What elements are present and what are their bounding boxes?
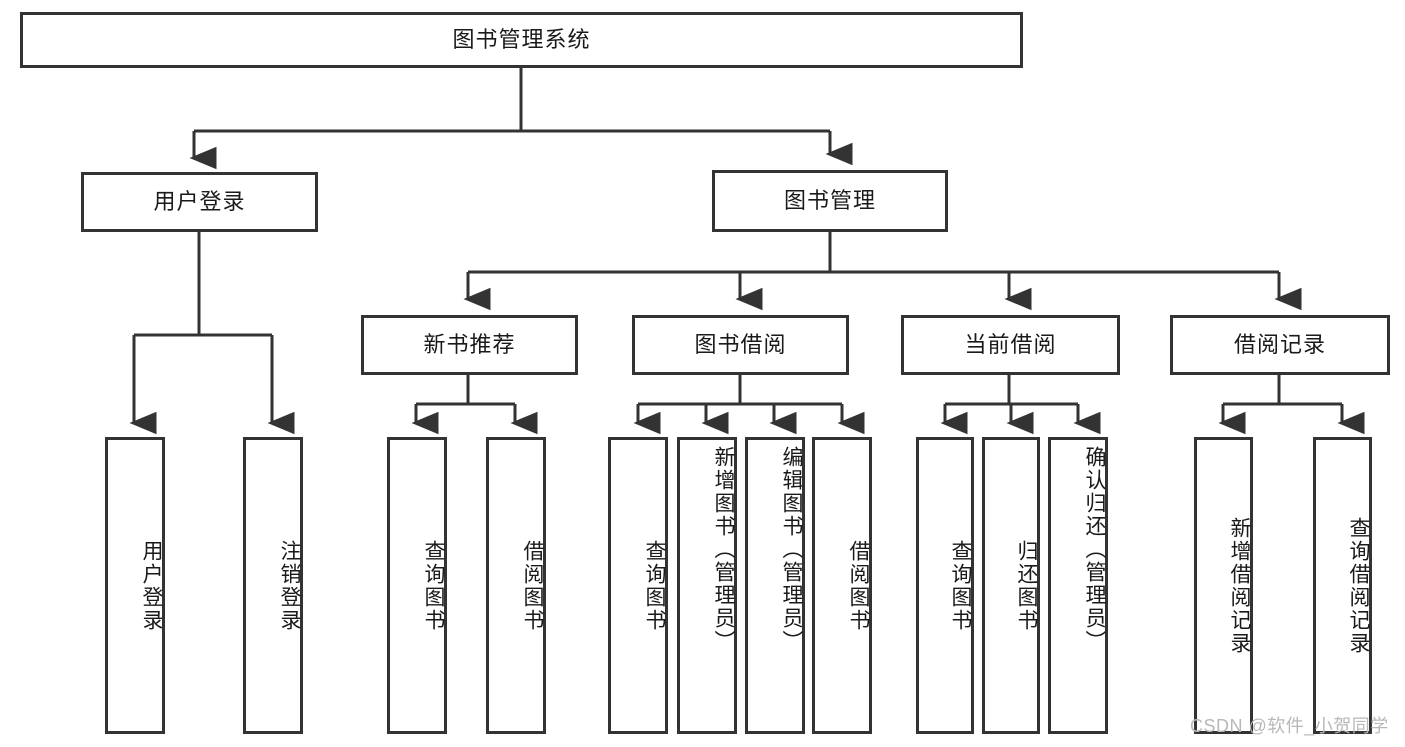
leaf-query-record-label: 查询借阅记录 [1347, 516, 1370, 655]
leaf-borrow-book-2-label: 借阅图书 [847, 539, 870, 632]
leaf-query-book-1-label: 查询图书 [422, 539, 445, 632]
leaf-confirm-return-label: 确认归还（管理员） [1083, 446, 1106, 653]
node-root-system[interactable]: 图书管理系统 [20, 12, 1023, 68]
node-borrow-record-label: 借阅记录 [1233, 331, 1326, 357]
node-book-manage[interactable]: 图书管理 [712, 170, 948, 232]
leaf-query-book-3[interactable]: 查询图书 [916, 437, 974, 734]
leaf-return-book-label: 归还图书 [1015, 539, 1038, 632]
leaf-edit-book-label: 编辑图书（管理员） [780, 446, 803, 653]
leaf-borrow-book-1-label: 借阅图书 [521, 539, 544, 632]
node-current-borrow-label: 当前借阅 [964, 331, 1057, 357]
node-book-manage-label: 图书管理 [783, 187, 876, 213]
leaf-logout-login-label: 注销登录 [278, 539, 301, 632]
leaf-query-book-2-label: 查询图书 [643, 539, 666, 632]
leaf-edit-book[interactable]: 编辑图书（管理员） [745, 437, 805, 734]
node-current-borrow[interactable]: 当前借阅 [901, 315, 1120, 375]
node-user-login[interactable]: 用户登录 [81, 172, 318, 232]
leaf-add-record-label: 新增借阅记录 [1228, 516, 1251, 655]
leaf-query-record[interactable]: 查询借阅记录 [1313, 437, 1372, 734]
node-book-borrow-label: 图书借阅 [694, 331, 787, 357]
node-new-book-recommend[interactable]: 新书推荐 [361, 315, 578, 375]
leaf-confirm-return[interactable]: 确认归还（管理员） [1048, 437, 1108, 734]
leaf-add-book[interactable]: 新增图书（管理员） [677, 437, 737, 734]
leaf-user-login-label: 用户登录 [140, 539, 163, 632]
leaf-logout-login[interactable]: 注销登录 [243, 437, 303, 734]
node-book-borrow[interactable]: 图书借阅 [632, 315, 849, 375]
leaf-query-book-3-label: 查询图书 [949, 539, 972, 632]
leaf-add-book-label: 新增图书（管理员） [712, 446, 735, 653]
leaf-user-login[interactable]: 用户登录 [105, 437, 165, 734]
node-root-system-label: 图书管理系统 [452, 26, 591, 52]
leaf-add-record[interactable]: 新增借阅记录 [1194, 437, 1253, 734]
node-new-book-recommend-label: 新书推荐 [423, 331, 516, 357]
leaf-query-book-2[interactable]: 查询图书 [608, 437, 668, 734]
leaf-borrow-book-1[interactable]: 借阅图书 [486, 437, 546, 734]
leaf-return-book[interactable]: 归还图书 [982, 437, 1040, 734]
node-user-login-label: 用户登录 [153, 188, 246, 214]
csdn-watermark: CSDN @软件_小贺同学 [1190, 716, 1389, 736]
node-borrow-record[interactable]: 借阅记录 [1170, 315, 1390, 375]
leaf-query-book-1[interactable]: 查询图书 [387, 437, 447, 734]
leaf-borrow-book-2[interactable]: 借阅图书 [812, 437, 872, 734]
